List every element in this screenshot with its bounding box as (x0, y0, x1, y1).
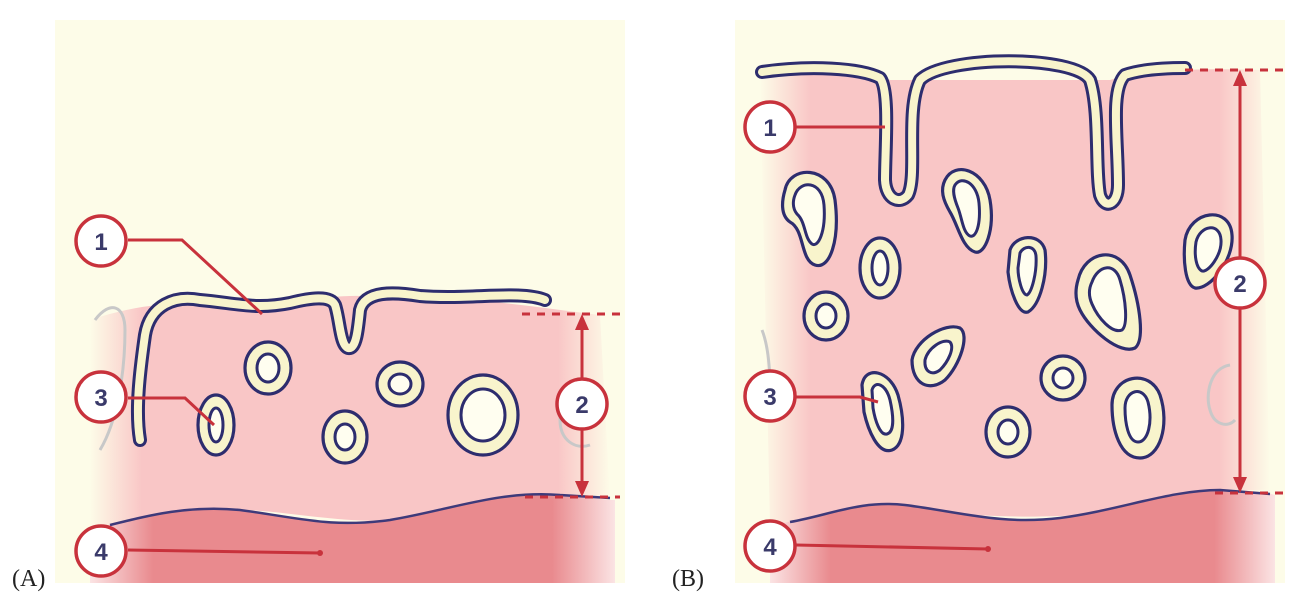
gland (1112, 378, 1164, 458)
gland (377, 362, 423, 406)
panel-b-leader-4-dot (985, 546, 991, 552)
gland (448, 375, 518, 455)
panel-a-leader-4-dot (317, 550, 323, 556)
gland (245, 342, 291, 394)
svg-text:2: 2 (575, 392, 588, 419)
panel-b-callout-2: 2 (1215, 258, 1265, 308)
svg-text:2: 2 (1233, 271, 1246, 298)
gland (198, 395, 234, 455)
gland (1041, 356, 1085, 400)
gland (323, 411, 367, 463)
panel-b-callout-4: 4 (745, 521, 795, 571)
gland (804, 292, 848, 340)
panel-a-label: (A) (12, 566, 45, 592)
panel-a-callout-4: 4 (76, 526, 126, 576)
svg-text:4: 4 (94, 539, 108, 566)
svg-text:3: 3 (94, 385, 107, 412)
svg-text:1: 1 (94, 229, 107, 256)
panel-b-label: (B) (672, 566, 704, 592)
svg-text:4: 4 (763, 534, 777, 561)
svg-text:1: 1 (763, 115, 776, 142)
gland (986, 407, 1030, 457)
panel-a-callout-1: 1 (76, 216, 126, 266)
gland (860, 238, 900, 298)
panel-a-callout-3: 3 (76, 372, 126, 422)
panel-b: 1 2 3 4 (B) (672, 20, 1285, 592)
panel-a-callout-2: 2 (557, 379, 607, 429)
svg-text:3: 3 (763, 384, 776, 411)
panel-a: 1 2 3 4 (A) (12, 20, 625, 592)
panel-b-callout-3: 3 (745, 371, 795, 421)
panel-b-callout-1: 1 (745, 102, 795, 152)
